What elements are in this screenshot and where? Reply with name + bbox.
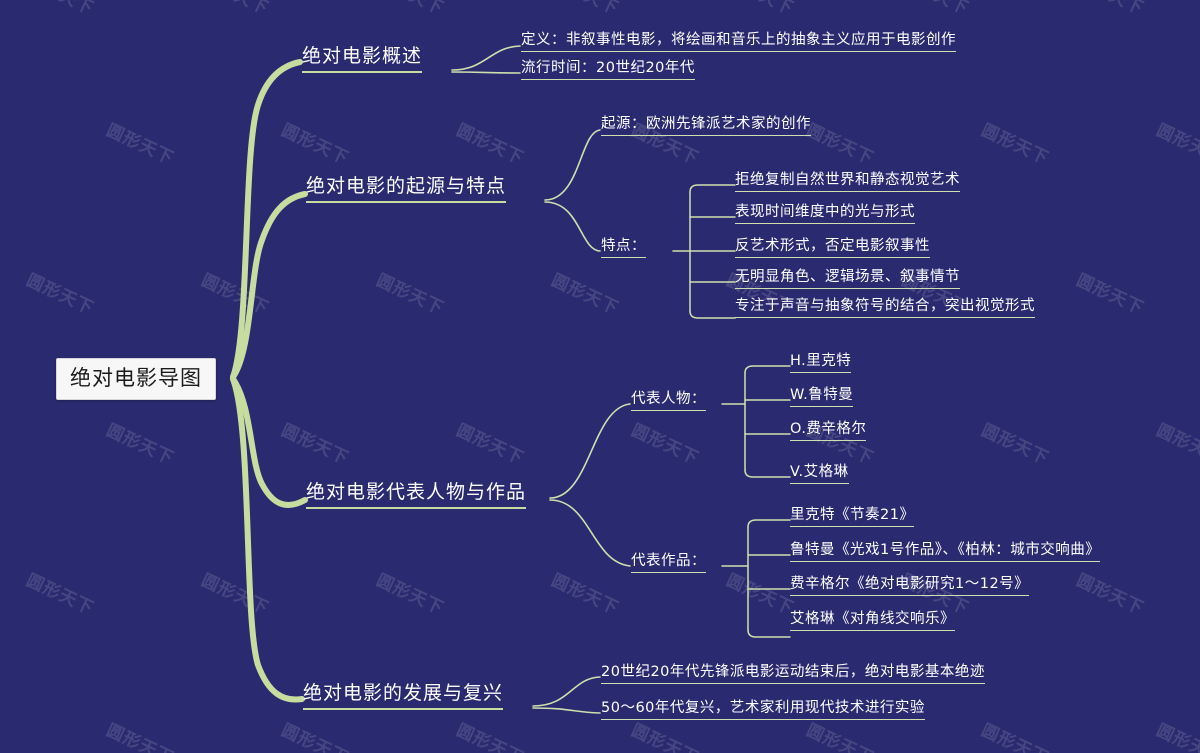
sublink-1-2 — [451, 71, 521, 74]
watermark-text: 圆形天下 — [103, 120, 177, 170]
leaf-node-work-3[interactable]: 费辛格尔《绝对电影研究1～12号》 — [790, 576, 1030, 597]
watermark-text: 圆形天下 — [453, 120, 527, 170]
leaf-node-1-1[interactable]: 定义：非叙事性电影，将绘画和音乐上的抽象主义应用于电影创作 — [521, 32, 956, 53]
watermark-text: 圆形天下 — [278, 120, 352, 170]
watermark-text: 圆形天下 — [978, 120, 1052, 170]
bracket-features-c5 — [689, 310, 736, 319]
branch-node-4[interactable]: 绝对电影的发展与复兴 — [303, 682, 504, 710]
sublink-4-1 — [532, 676, 601, 707]
bracket-features-c1 — [689, 184, 736, 193]
sublink-2-2 — [544, 201, 601, 252]
leaf-node-person-2[interactable]: W.鲁特曼 — [790, 387, 854, 408]
branch-link-3 — [230, 376, 308, 508]
watermark-text: 圆形天下 — [23, 0, 99, 19]
watermark-text: 圆形天下 — [453, 720, 527, 753]
watermark-text: 圆形天下 — [1073, 270, 1147, 320]
leaf-node-feature-4[interactable]: 无明显角色、逻辑场景、叙事情节 — [735, 269, 960, 290]
branch-node-1[interactable]: 绝对电影概述 — [302, 45, 423, 73]
watermark-text: 圆形天下 — [373, 570, 447, 620]
leaf-node-1-2[interactable]: 流行时间：20世纪20年代 — [521, 60, 695, 81]
watermark-text: 圆形天下 — [373, 270, 447, 320]
branch-link-2 — [230, 191, 308, 380]
watermark-text: 圆形天下 — [628, 420, 702, 470]
watermark-text: 圆形天下 — [1153, 720, 1200, 753]
sublink-3-2 — [549, 499, 631, 567]
watermark-text: 圆形天下 — [23, 270, 97, 320]
watermark-text: 圆形天下 — [723, 570, 797, 620]
leaf-node-work-4[interactable]: 艾格琳《对角线交响乐》 — [790, 611, 955, 632]
leaf-node-feature-5[interactable]: 专注于声音与抽象符号的结合，突出视觉形式 — [735, 298, 1035, 319]
branch-node-2[interactable]: 绝对电影的起源与特点 — [306, 175, 507, 203]
leaf-node-4-1[interactable]: 20世纪20年代先锋派电影运动结束后，绝对电影基本绝迹 — [601, 664, 985, 685]
watermark-text: 圆形天下 — [198, 270, 272, 320]
watermark-text: 圆形天下 — [898, 0, 974, 19]
bracket-people-c4 — [744, 469, 791, 478]
leaf-node-feature-1[interactable]: 拒绝复制自然世界和静态视觉艺术 — [735, 172, 960, 193]
watermark-text: 圆形天下 — [1073, 570, 1147, 620]
leaf-node-work-2[interactable]: 鲁特曼《光戏1号作品》、《柏林：城市交响曲》 — [790, 542, 1101, 563]
group-node-features[interactable]: 特点： — [601, 238, 646, 259]
leaf-node-person-1[interactable]: H.里克特 — [790, 353, 852, 374]
branch-node-3[interactable]: 绝对电影代表人物与作品 — [306, 481, 527, 509]
watermark-text: 圆形天下 — [723, 0, 799, 19]
watermark-text: 圆形天下 — [278, 420, 352, 470]
watermark-text: 圆形天下 — [198, 570, 272, 620]
watermark-text: 圆形天下 — [1073, 0, 1149, 19]
watermark-text: 圆形天下 — [978, 420, 1052, 470]
watermark-text: 圆形天下 — [0, 716, 4, 753]
watermark-text: 圆形天下 — [803, 720, 877, 753]
sublink-3-1 — [549, 403, 631, 499]
watermark-text: 圆形天下 — [0, 416, 4, 469]
watermark-text: 圆形天下 — [1153, 120, 1200, 170]
watermark-text: 圆形天下 — [548, 570, 622, 620]
branch-link-1 — [230, 59, 303, 380]
bracket-works-c4 — [747, 629, 791, 638]
watermark-text: 圆形天下 — [548, 270, 622, 320]
leaf-node-2-1[interactable]: 起源：欧洲先锋派艺术家的创作 — [601, 116, 811, 137]
watermark-text: 圆形天下 — [198, 0, 274, 19]
leaf-node-person-4[interactable]: V.艾格琳 — [790, 464, 849, 485]
bracket-works-c1 — [747, 519, 791, 528]
watermark-text: 圆形天下 — [23, 570, 97, 620]
group-node-people[interactable]: 代表人物： — [631, 391, 706, 412]
sublink-4-2 — [532, 707, 601, 714]
watermark-text: 圆形天下 — [803, 120, 877, 170]
watermark-text: 圆形天下 — [103, 720, 177, 753]
watermark-text: 圆形天下 — [0, 116, 4, 169]
watermark-text: 圆形天下 — [103, 420, 177, 470]
watermark-text: 圆形天下 — [373, 0, 449, 19]
group-node-works[interactable]: 代表作品： — [631, 553, 706, 574]
watermark-text: 圆形天下 — [278, 720, 352, 753]
leaf-node-person-3[interactable]: O.费辛格尔 — [790, 421, 867, 442]
leaf-node-4-2[interactable]: 50～60年代复兴，艺术家利用现代技术进行实验 — [601, 700, 925, 721]
leaf-node-work-1[interactable]: 里克特《节奏21》 — [790, 507, 915, 528]
bracket-people-c1 — [744, 365, 791, 374]
root-node[interactable]: 绝对电影导图 — [56, 358, 216, 401]
watermark-text: 圆形天下 — [1153, 420, 1200, 470]
branch-link-4 — [230, 376, 305, 703]
leaf-node-feature-2[interactable]: 表现时间维度中的光与形式 — [735, 204, 915, 225]
sublink-2-1 — [544, 129, 601, 201]
watermark-text: 圆形天下 — [453, 420, 527, 470]
watermark-text: 圆形天下 — [978, 720, 1052, 753]
watermark-text: 圆形天下 — [628, 720, 702, 753]
leaf-node-feature-3[interactable]: 反艺术形式，否定电影叙事性 — [735, 238, 930, 259]
watermark-text: 圆形天下 — [548, 0, 624, 19]
sublink-1-1 — [451, 45, 521, 71]
